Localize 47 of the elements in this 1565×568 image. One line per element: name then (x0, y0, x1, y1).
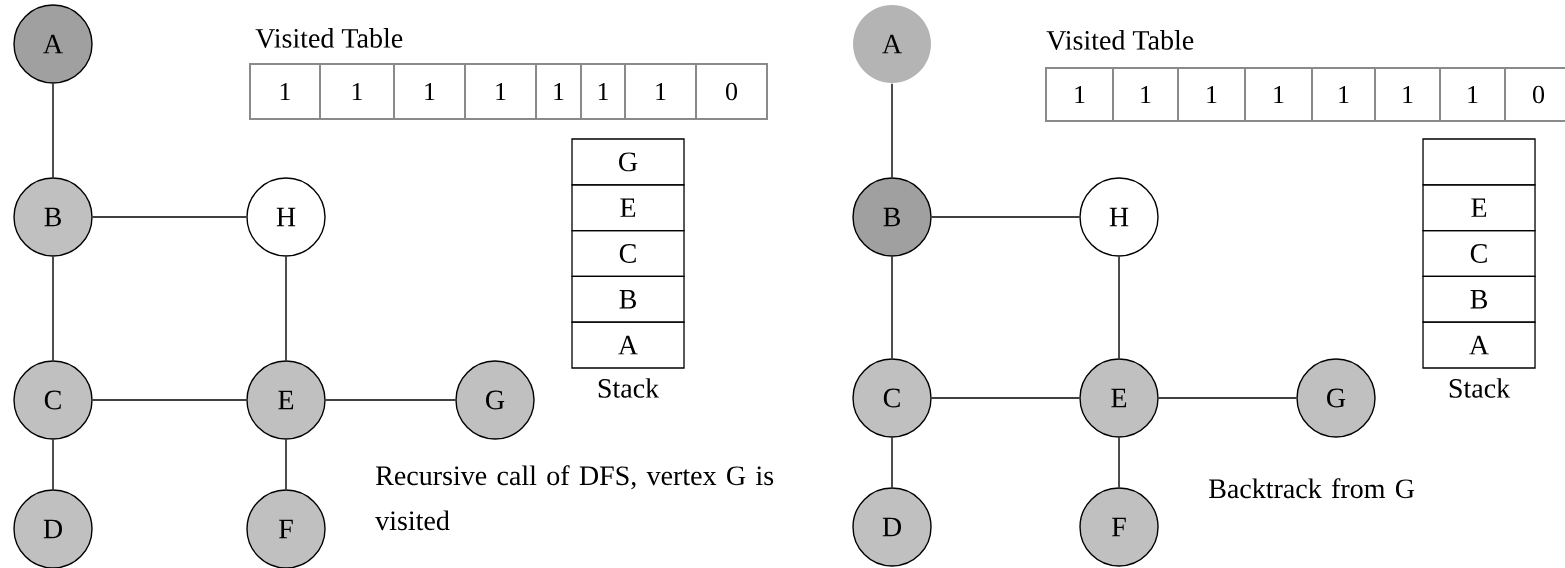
table-cell: 1 (464, 63, 537, 120)
edge-line (285, 256, 287, 361)
table-cell: 1 (1045, 67, 1114, 122)
edge-line (52, 439, 54, 490)
table-cell: 1 (1439, 67, 1506, 122)
edge-line (92, 399, 247, 401)
stack-cell: G (571, 138, 685, 186)
table-cell: 1 (580, 63, 626, 120)
edge-line (1118, 256, 1120, 359)
table-cell: 0 (695, 63, 768, 120)
edge-line (891, 256, 893, 359)
table-cell: 1 (1112, 67, 1179, 122)
table-cell: 1 (535, 63, 582, 120)
table-cell: 1 (1374, 67, 1441, 122)
edge-line (52, 83, 54, 178)
table-cell: 1 (1244, 67, 1313, 122)
stack-cell: E (1422, 184, 1536, 232)
edge-line (1158, 397, 1297, 399)
stack-cell: A (571, 321, 685, 369)
table-cell: 1 (1177, 67, 1246, 122)
edge-line (92, 216, 247, 218)
edge-line (931, 397, 1080, 399)
table-cell: 1 (624, 63, 697, 120)
table-cell: 1 (393, 63, 466, 120)
table-cell: 1 (1311, 67, 1376, 122)
stack-cell: C (571, 229, 685, 278)
edge-line (891, 83, 893, 178)
edge-line (285, 439, 287, 490)
stack-cell: B (1422, 275, 1536, 323)
table-cell: 1 (249, 63, 321, 120)
stack-label: Stack (1449, 378, 1511, 398)
edge-line (891, 437, 893, 488)
table-cell: 1 (319, 63, 395, 120)
edge-line (931, 216, 1080, 218)
stack-cell: A (1422, 321, 1536, 369)
table-title: Visited Table (1046, 30, 1194, 50)
stack-cell: E (571, 184, 685, 232)
stack-cell: C (1422, 229, 1536, 278)
caption: Backtrack from G (1209, 478, 1415, 499)
edge-line (325, 399, 456, 401)
edge-line (1118, 437, 1120, 488)
stack-cell: B (571, 275, 685, 323)
edge-line (52, 256, 54, 361)
table-title: Visited Table (255, 28, 403, 48)
caption: Recursive call of DFS, vertex G is visited (375, 465, 774, 531)
stack-label: Stack (598, 378, 660, 398)
table-cell: 0 (1504, 67, 1565, 122)
